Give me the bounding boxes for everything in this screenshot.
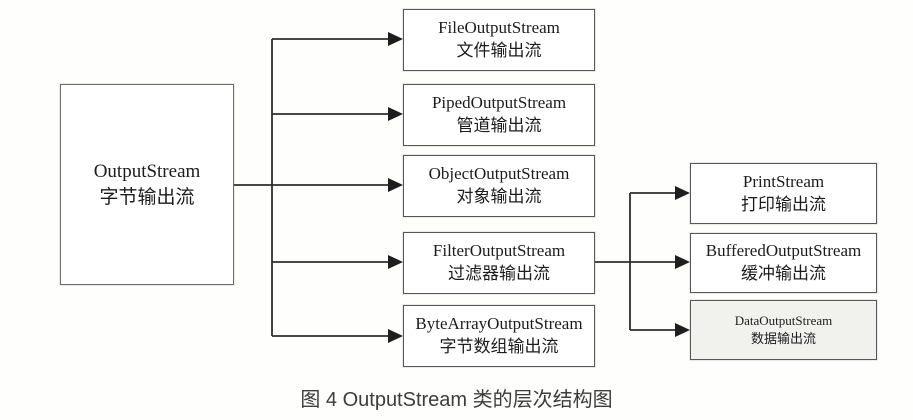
node-outputstream-class: OutputStream <box>93 160 201 182</box>
node-objectoutputstream-label: 对象输出流 <box>456 187 542 206</box>
node-printstream-label: 打印输出流 <box>741 194 826 214</box>
node-fileoutputstream: FileOutputStream 文件输出流 <box>403 9 595 71</box>
node-printstream: PrintStream 打印输出流 <box>690 163 877 224</box>
node-fileoutputstream-label: 文件输出流 <box>456 41 542 60</box>
node-bufferedoutputstream: BufferedOutputStream 缓冲输出流 <box>690 233 877 293</box>
node-bytearrayoutputstream-label: 字节数组输出流 <box>439 337 559 356</box>
node-outputstream-label: 字节输出流 <box>99 186 195 208</box>
node-dataoutputstream-class: DataOutputStream <box>734 313 833 329</box>
node-filteroutputstream: FilterOutputStream 过滤器输出流 <box>403 232 595 294</box>
node-dataoutputstream: DataOutputStream 数据输出流 <box>690 300 877 360</box>
node-pipedoutputstream: PipedOutputStream 管道输出流 <box>403 84 595 146</box>
node-bufferedoutputstream-class: BufferedOutputStream <box>705 241 862 261</box>
node-pipedoutputstream-class: PipedOutputStream <box>431 93 567 113</box>
node-outputstream: OutputStream 字节输出流 <box>60 84 234 285</box>
node-fileoutputstream-class: FileOutputStream <box>438 18 560 38</box>
arrowhead-icons <box>388 32 690 343</box>
node-filteroutputstream-label: 过滤器输出流 <box>448 264 550 283</box>
figure-caption: 图 4 OutputStream 类的层次结构图 <box>300 389 613 411</box>
node-objectoutputstream: ObjectOutputStream 对象输出流 <box>403 155 595 217</box>
node-filteroutputstream-class: FilterOutputStream <box>432 241 566 261</box>
node-objectoutputstream-class: ObjectOutputStream <box>428 164 570 184</box>
node-printstream-class: PrintStream <box>742 171 825 191</box>
node-dataoutputstream-label: 数据输出流 <box>750 331 816 346</box>
node-pipedoutputstream-label: 管道输出流 <box>456 116 542 135</box>
node-bytearrayoutputstream: ByteArrayOutputStream 字节数组输出流 <box>403 305 595 367</box>
node-bufferedoutputstream-label: 缓冲输出流 <box>741 264 826 283</box>
node-bytearrayoutputstream-class: ByteArrayOutputStream <box>415 314 583 334</box>
